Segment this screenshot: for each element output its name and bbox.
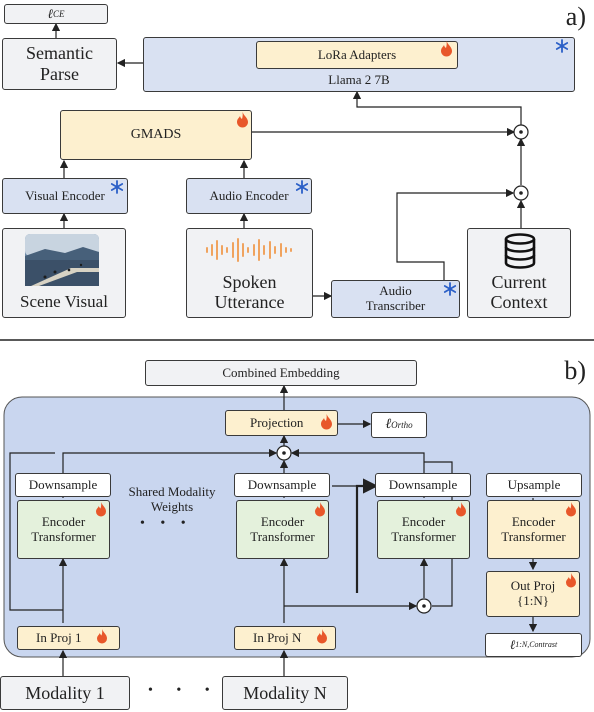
visual-encoder-box: Visual Encoder (2, 178, 128, 214)
fire-icon (317, 629, 327, 644)
scene-visual-label: Scene Visual (20, 292, 108, 312)
spoken-utterance-box: Spoken Utterance (186, 228, 313, 318)
fire-icon (315, 502, 325, 517)
shared-weights-line1: Shared Modality (128, 484, 216, 500)
projection-box: Projection (225, 410, 338, 436)
snowflake-icon (295, 180, 309, 194)
projection-label: Projection (250, 414, 304, 430)
in-proj-1-label: In Proj 1 (36, 629, 82, 645)
loss-contrast-subscript: 1:N,Contrast (515, 640, 558, 650)
audio-transcriber-line1: Audio (379, 283, 412, 299)
loss-ortho-subscript: Ortho (391, 419, 413, 430)
encoder-label-1a: Encoder (41, 513, 86, 529)
fire-icon (456, 502, 466, 517)
audio-encoder-label: Audio Encoder (209, 187, 289, 203)
database-icon (504, 233, 536, 269)
upsample-label: Upsample (507, 476, 561, 492)
spoken-utterance-line1: Spoken (222, 271, 277, 292)
spoken-utterance-line2: Utterance (214, 292, 285, 313)
lora-label: LoRa Adapters (317, 46, 397, 62)
encoder-label-2a: Encoder (260, 513, 305, 529)
waveform-icon (206, 238, 292, 262)
current-context-line1: Current (491, 271, 547, 292)
visual-encoder-label: Visual Encoder (25, 187, 105, 203)
modality-1-label: Modality 1 (25, 682, 105, 703)
fire-icon (441, 41, 452, 57)
encoder-transformer-2: Encoder Transformer (236, 500, 329, 559)
loss-ce-symbol: ℓ (47, 5, 53, 21)
snowflake-icon (443, 282, 457, 296)
current-context-line2: Context (490, 292, 548, 313)
modality-1-box: Modality 1 (0, 676, 130, 710)
downsample-label-3: Downsample (388, 476, 458, 492)
encoder-label-3b: Transformer (391, 528, 456, 544)
fire-icon (97, 629, 107, 644)
fire-icon (321, 414, 332, 430)
loss-ortho-symbol: ℓ (385, 416, 392, 432)
scene-image (25, 234, 99, 286)
loss-ce-subscript: CE (52, 8, 65, 19)
shared-weights-label: Shared Modality Weights (117, 480, 227, 520)
out-proj-line1: Out Proj (510, 578, 556, 594)
fire-icon (237, 112, 248, 128)
gmads-label: GMADS (130, 126, 182, 142)
llama-label: Llama 2 7B (328, 72, 390, 88)
panel-a-label: a) (565, 2, 586, 31)
audio-transcriber-line2: Transcriber (365, 298, 426, 313)
encoder-label-2b: Transformer (250, 528, 315, 544)
modality-n-box: Modality N (222, 676, 348, 710)
combined-embedding-label: Combined Embedding (222, 364, 340, 380)
fire-icon (566, 502, 576, 517)
out-proj-line2: {1:N} (517, 593, 549, 608)
encoder-transformer-3: Encoder Transformer (377, 500, 470, 559)
downsample-label-2: Downsample (247, 476, 317, 492)
encoder-label-4b: Transformer (501, 528, 566, 544)
upsample-box: Upsample (486, 473, 582, 497)
semantic-parse-line2: Parse (40, 64, 79, 84)
downsample-box-2: Downsample (234, 473, 330, 497)
fire-icon (566, 573, 576, 588)
out-proj-box: Out Proj {1:N} (486, 571, 580, 617)
encoder-transformer-1: Encoder Transformer (17, 500, 110, 559)
semantic-parse-line1: Semantic (26, 43, 93, 64)
audio-transcriber-box: Audio Transcriber (331, 280, 460, 318)
in-proj-n-label: In Proj N (253, 629, 302, 645)
encoder-label-3a: Encoder (401, 513, 446, 529)
loss-contrast-symbol: ℓ (509, 636, 516, 652)
snowflake-icon (110, 180, 124, 194)
snowflake-icon (555, 39, 569, 53)
encoder-label-1b: Transformer (31, 528, 96, 544)
semantic-parse-box: Semantic Parse (2, 38, 117, 90)
combined-embedding-box: Combined Embedding (145, 360, 417, 386)
panel-b-label: b) (564, 356, 586, 385)
ellipsis-modality: • • • (148, 683, 220, 698)
encoder-label-4a: Encoder (511, 513, 556, 529)
downsample-box-1: Downsample (15, 473, 111, 497)
audio-encoder-box: Audio Encoder (186, 178, 312, 214)
gmads-box: GMADS (60, 110, 252, 160)
fire-icon (96, 502, 106, 517)
downsample-box-3: Downsample (375, 473, 471, 497)
ellipsis-shared: • • • (140, 516, 192, 531)
lora-adapters-box: LoRa Adapters (256, 41, 458, 69)
downsample-label-1: Downsample (28, 476, 98, 492)
modality-n-label: Modality N (243, 682, 327, 703)
encoder-transformer-4: Encoder Transformer (487, 500, 580, 559)
shared-weights-line2: Weights (150, 499, 194, 514)
